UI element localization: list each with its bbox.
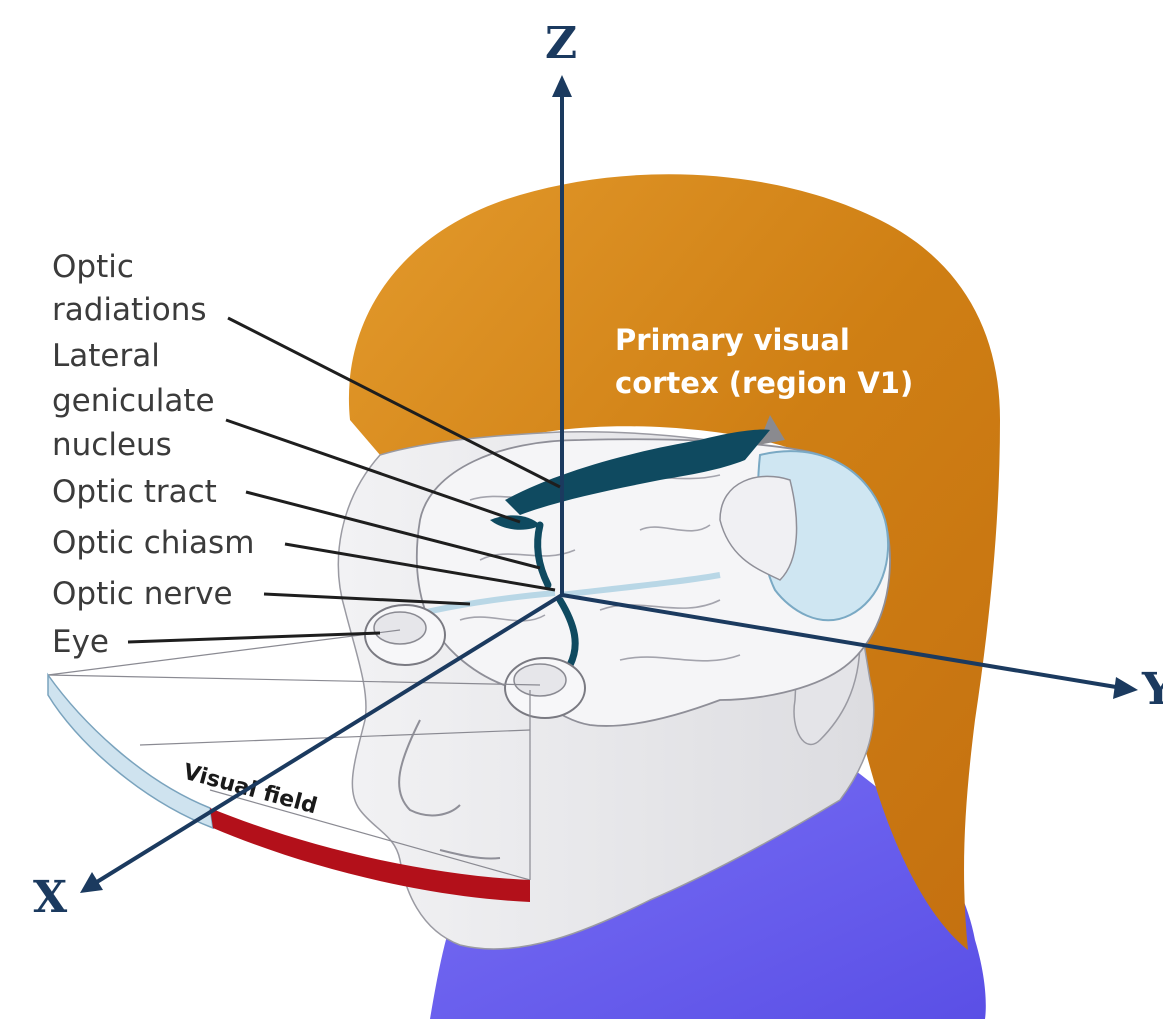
label-lgn-line1: Lateral (52, 338, 160, 374)
right-eye (505, 658, 585, 718)
label-optic-tract: Optic tract (52, 474, 217, 510)
label-optic-nerve: Optic nerve (52, 576, 233, 612)
label-optic-radiations: Optic radiations (52, 249, 207, 328)
y-axis-label: Y (1141, 664, 1163, 715)
z-axis-label: Z (545, 18, 577, 69)
label-optic-radiations-line2: radiations (52, 292, 207, 328)
visual-field-arc-left (48, 675, 213, 828)
label-pvc-line2: cortex (region V1) (615, 366, 913, 400)
x-axis-label: X (33, 872, 68, 923)
label-lgn-line2: geniculate (52, 383, 215, 419)
left-eye (365, 605, 445, 665)
label-eye: Eye (52, 624, 109, 660)
label-pvc-line1: Primary visual (615, 323, 850, 357)
label-optic-chiasm: Optic chiasm (52, 525, 254, 561)
y-axis-arrowhead (1113, 677, 1138, 699)
label-lgn-line3: nucleus (52, 427, 172, 463)
z-axis-arrowhead (552, 75, 572, 97)
label-optic-radiations-line1: Optic (52, 249, 134, 285)
label-lateral-geniculate-nucleus: Lateral geniculate nucleus (52, 338, 224, 463)
